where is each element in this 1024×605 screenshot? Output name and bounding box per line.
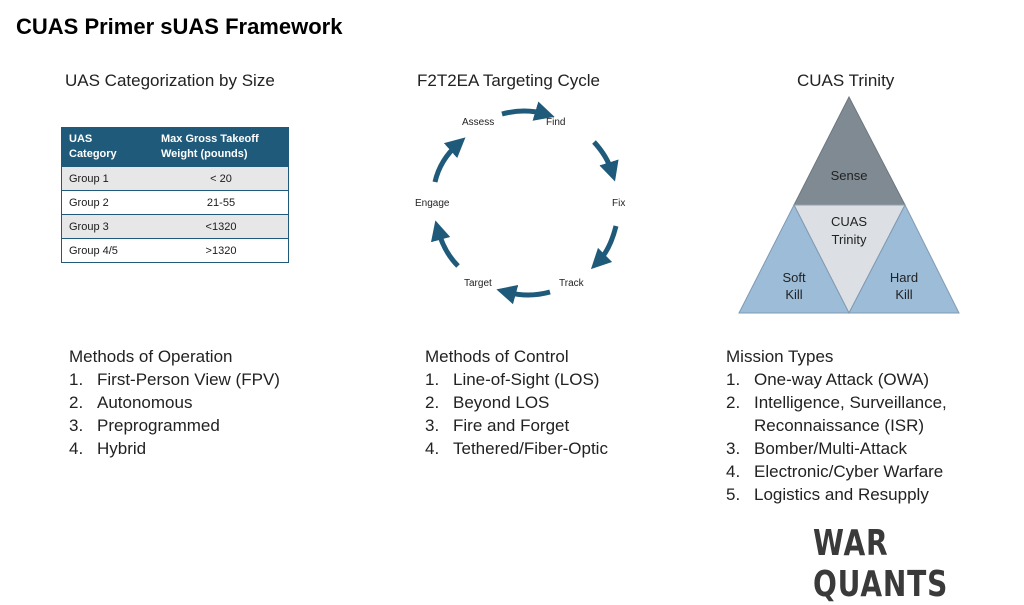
arrow-target-engage xyxy=(430,220,460,268)
arrow-fix-track xyxy=(590,225,619,270)
targeting-cycle-diagram: Find Fix Track Target Engage Assess xyxy=(400,100,640,310)
list-item: 4.Tethered/Fiber-Optic xyxy=(425,439,608,458)
cycle-arrows xyxy=(430,101,619,305)
hard-kill-triangle xyxy=(848,203,960,314)
soft-kill-triangle xyxy=(738,203,850,314)
arrow-find-fix xyxy=(592,140,619,182)
sense-label: Sense xyxy=(831,168,868,183)
cell-category: Group 1 xyxy=(61,166,154,191)
center-label-line2: Trinity xyxy=(832,232,867,247)
methods-of-operation-list: Methods of Operation 1.First-Person View… xyxy=(69,345,280,460)
cell-weight: 21-55 xyxy=(154,190,289,215)
list-title: Methods of Control xyxy=(425,347,569,366)
list-item: 3.Fire and Forget xyxy=(425,416,570,435)
cell-weight: >1320 xyxy=(154,238,289,263)
hard-kill-label-line2: Kill xyxy=(895,287,912,302)
step-track: Track xyxy=(559,278,584,289)
list-item: 2.Beyond LOS xyxy=(425,393,550,412)
arrow-track-target xyxy=(496,284,551,305)
trinity-triangles: Sense CUAS Trinity Soft Kill Hard Kill xyxy=(738,95,960,315)
table-row: Group 3<1320 xyxy=(61,214,289,239)
mission-types-list: Mission Types 1.One-way Attack (OWA) 2.I… xyxy=(726,345,976,506)
cycle-section-title: F2T2EA Targeting Cycle xyxy=(417,71,600,90)
list-item: 4.Electronic/Cyber Warfare xyxy=(726,462,944,481)
war-quants-logo: WAR QUANTS xyxy=(813,523,949,605)
slide-title: CUAS Primer sUAS Framework xyxy=(16,14,343,39)
list-item: 3.Preprogrammed xyxy=(69,416,220,435)
size-section-title: UAS Categorization by Size xyxy=(65,71,275,90)
step-find: Find xyxy=(546,117,566,128)
methods-of-control-list: Methods of Control 1.Line-of-Sight (LOS)… xyxy=(425,345,608,460)
step-target: Target xyxy=(464,278,492,289)
list-item: 2.Autonomous xyxy=(69,393,193,412)
arrow-assess-find xyxy=(501,101,555,121)
arrow-engage-assess xyxy=(432,137,466,183)
list-title: Mission Types xyxy=(726,347,834,366)
table-row: Group 1< 20 xyxy=(61,166,289,191)
hard-kill-label-line1: Hard xyxy=(890,270,918,285)
list-title: Methods of Operation xyxy=(69,347,233,366)
cell-category: Group 2 xyxy=(61,190,154,215)
list-item: 3.Bomber/Multi-Attack xyxy=(726,439,908,458)
list-item: 1.First-Person View (FPV) xyxy=(69,370,280,389)
soft-kill-label-line2: Kill xyxy=(785,287,802,302)
cell-weight: <1320 xyxy=(154,214,289,239)
cell-weight: < 20 xyxy=(154,166,289,191)
step-fix: Fix xyxy=(612,198,626,209)
cuas-trinity-diagram: Sense CUAS Trinity Soft Kill Hard Kill xyxy=(735,95,965,320)
list-item: 5.Logistics and Resupply xyxy=(726,485,929,504)
soft-kill-label-line1: Soft xyxy=(782,270,806,285)
cell-category: Group 4/5 xyxy=(61,238,154,263)
list-item: 2.Intelligence, Surveillance, Reconnaiss… xyxy=(726,393,947,435)
step-assess: Assess xyxy=(462,117,495,128)
trinity-section-title: CUAS Trinity xyxy=(797,71,895,90)
sense-triangle xyxy=(793,95,906,206)
cell-category: Group 3 xyxy=(61,214,154,239)
step-engage: Engage xyxy=(415,198,450,209)
list-item: 4.Hybrid xyxy=(69,439,147,458)
list-item: 1.Line-of-Sight (LOS) xyxy=(425,370,600,389)
table-row: Group 4/5>1320 xyxy=(61,238,289,263)
list-item: 1.One-way Attack (OWA) xyxy=(726,370,930,389)
center-label-line1: CUAS xyxy=(831,214,867,229)
